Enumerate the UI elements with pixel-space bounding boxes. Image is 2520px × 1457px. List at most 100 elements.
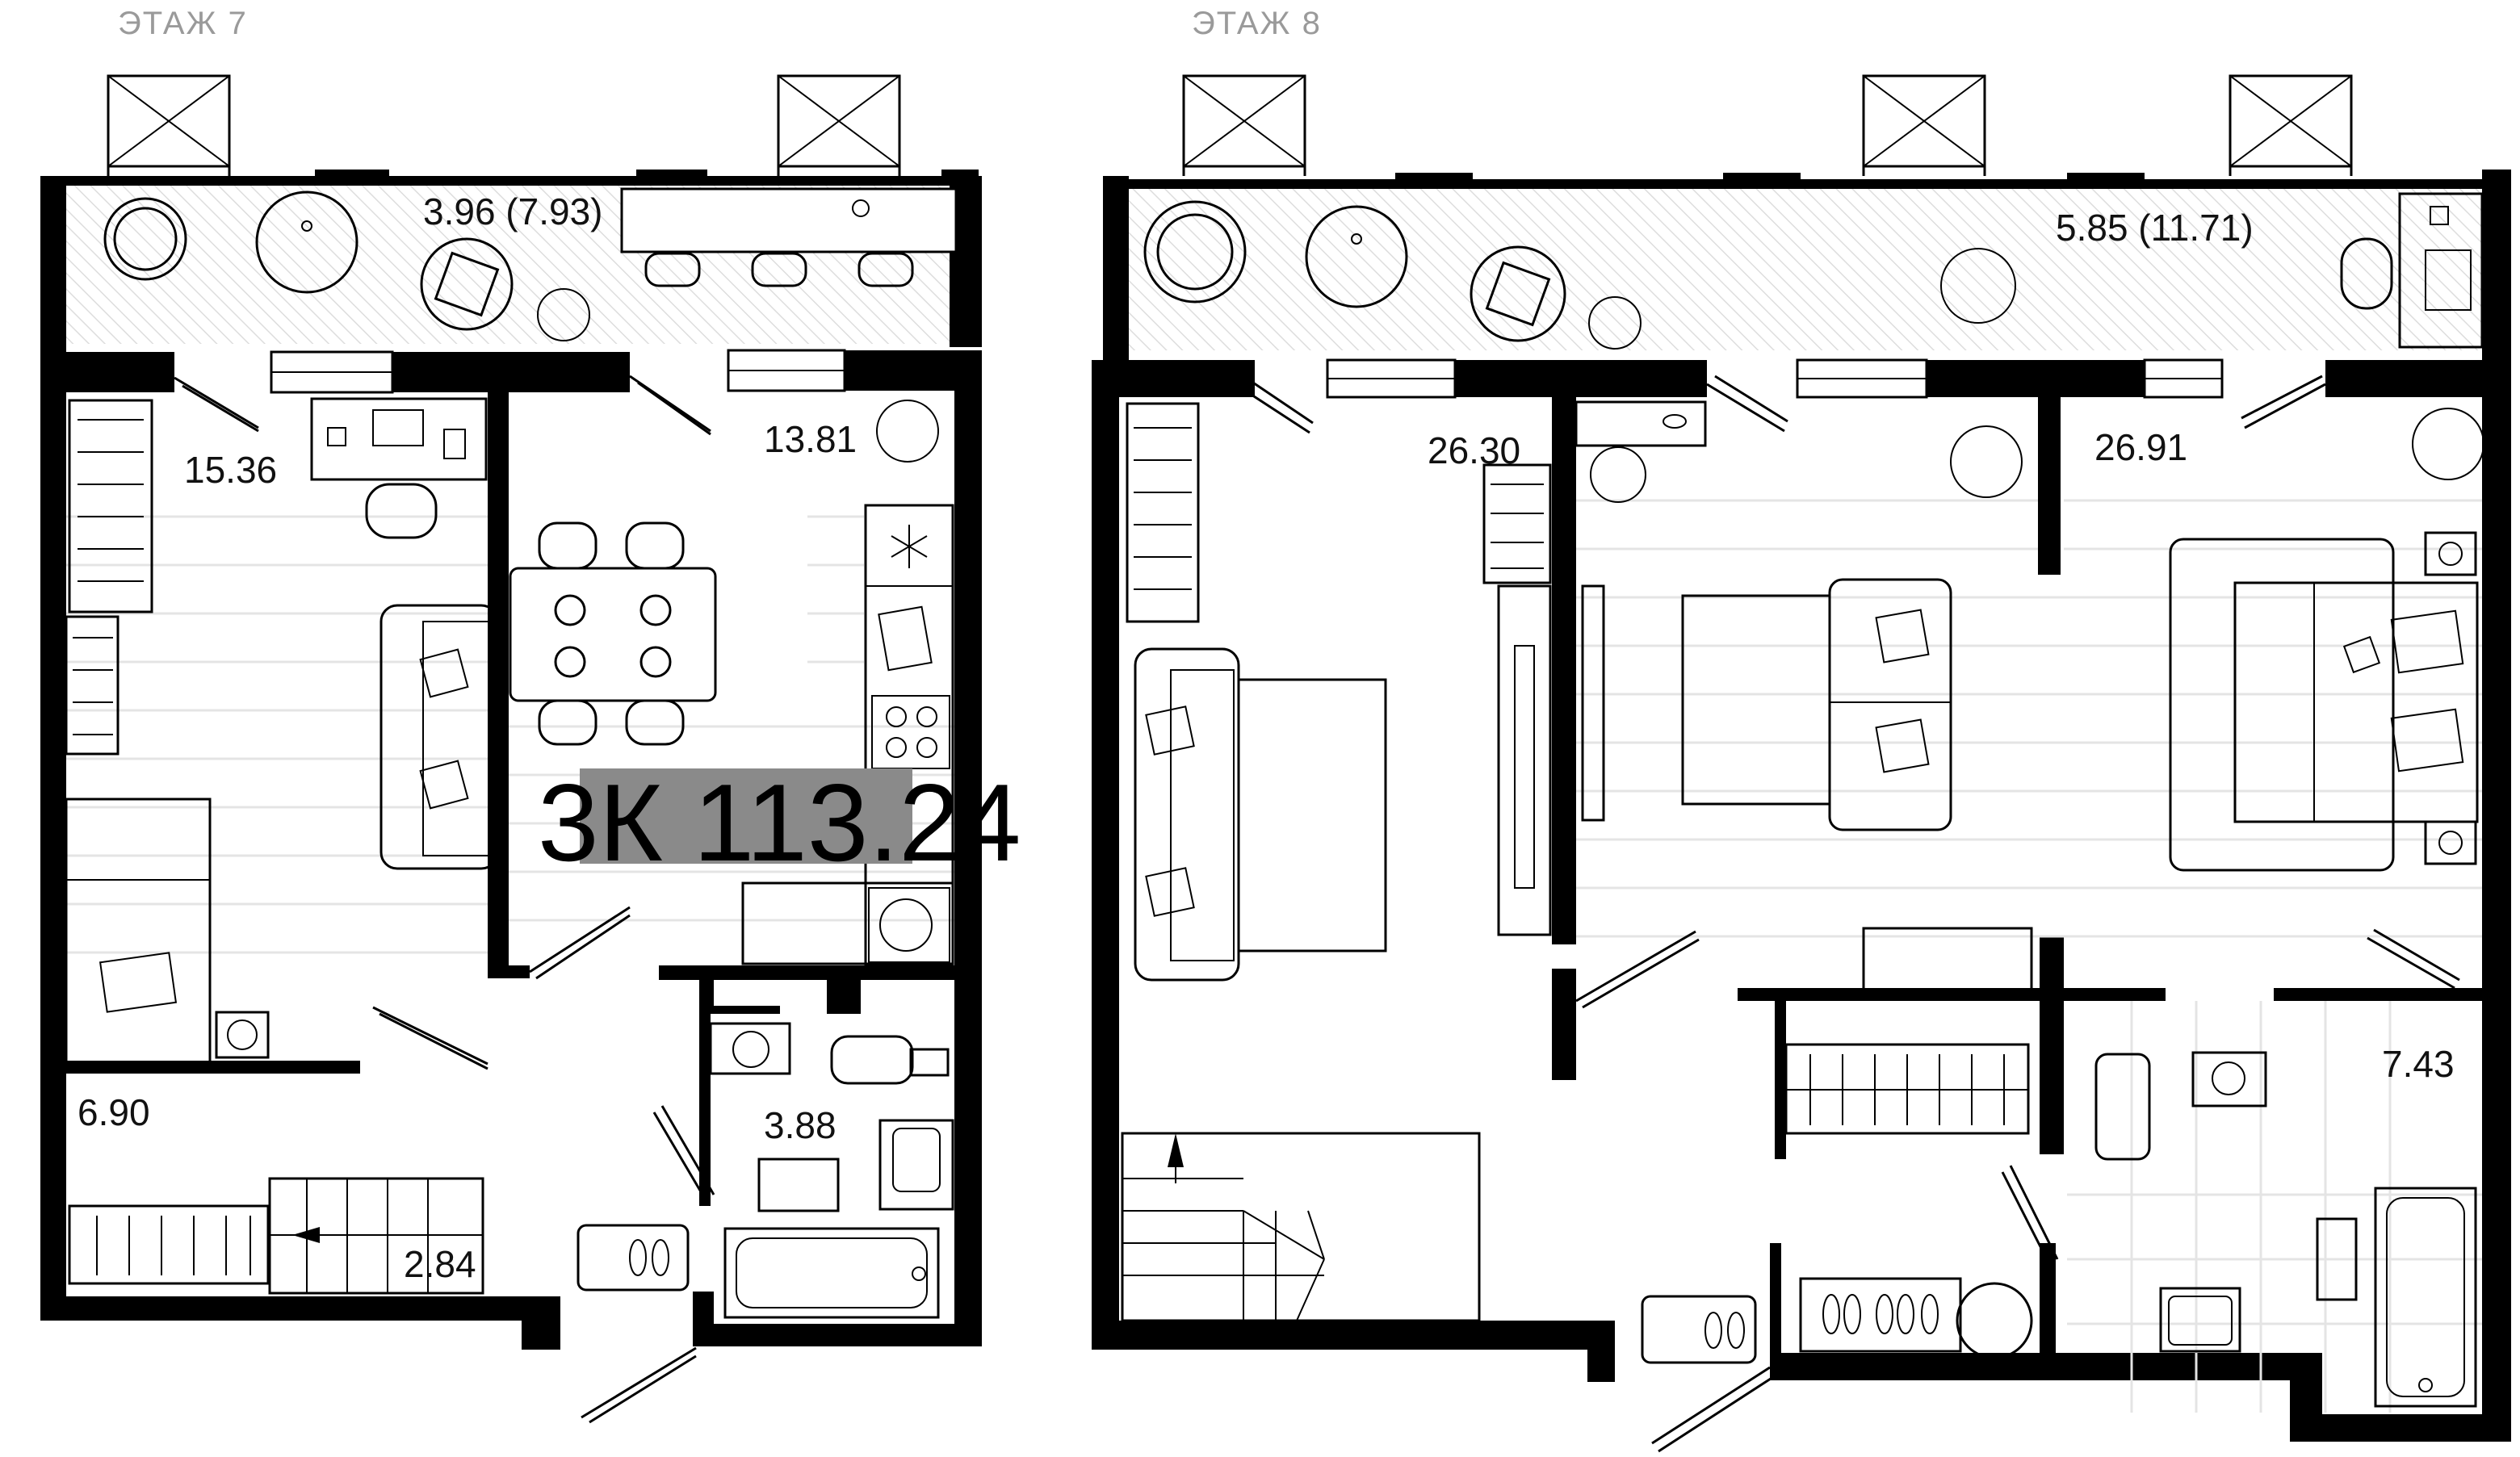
floor-boards [1576,499,2482,1413]
window-box [777,74,901,176]
window-box [2229,74,2353,176]
room-area-bedroom: 26.91 [2094,426,2187,468]
wall [1738,988,2166,1001]
armchair [1470,245,1566,342]
plant [876,400,939,463]
wall [66,1061,360,1074]
wall [2290,1414,2511,1442]
wall [2274,988,2482,1001]
room-area-kitchen: 13.81 [764,418,857,460]
wall [40,352,66,1321]
floor-7: ЭТАЖ 7 [40,6,1021,1424]
door [1235,375,1314,434]
wall [1455,360,1707,397]
shelf [1482,463,1552,584]
area-badge-text: 3К 113.24 [538,761,1021,884]
round-ottoman [1956,1282,2033,1359]
plant [1940,248,2016,324]
room-area-bathroom: 3.88 [764,1104,837,1146]
plant [1588,296,1642,350]
wall [1092,360,1119,1350]
round-table [255,190,359,294]
room-area-balcony: 3.96 (7.93) [423,190,602,232]
wall [40,176,982,186]
room-area-balcony: 5.85 (11.71) [2056,207,2254,249]
wall [315,170,389,186]
plant [1950,425,2023,498]
wall [1927,360,2145,397]
bed [65,798,212,1064]
plant [537,288,590,341]
wall [699,965,714,1014]
door [629,375,711,436]
kitchen-counter [741,504,954,967]
shoe-cabinet [68,1204,270,1285]
wall [693,1292,714,1346]
mirror [1581,584,1605,822]
wall [1103,176,1129,362]
wall [1552,396,1576,944]
bathtub [723,1227,940,1319]
washing-machine [2191,1051,2267,1107]
bar-counter [620,187,958,253]
chair [1143,200,1247,304]
door [1706,375,1788,433]
window-box [1862,74,1986,176]
bed [1681,578,1952,831]
sofa [1134,647,1240,982]
vanity [1574,400,1707,503]
side-table [2398,192,2484,349]
wall [1395,173,1473,189]
wall [40,176,66,362]
bathtub [2374,1187,2477,1408]
wall [40,1296,522,1321]
wardrobe [68,399,153,613]
room-area-living-room: 26.30 [1428,429,1520,471]
round-table [1305,205,1408,308]
door [2367,928,2460,990]
wall [1723,173,1801,189]
area-badge [580,768,912,864]
floor-8: ЭТАЖ 8 [1092,6,2511,1453]
door [1651,1366,1774,1453]
wall [636,170,707,186]
wall [522,1296,560,1350]
wall [2325,360,2511,397]
room-area-hall: 6.90 [78,1091,150,1133]
desk [310,397,488,539]
door [372,1006,488,1070]
wall [1770,1353,2301,1380]
shoe-rack [1799,1277,1962,1353]
wall [1770,1243,1781,1353]
dining-table [509,521,717,746]
armchair [420,237,514,331]
wall [2067,173,2145,189]
window-box [1182,74,1306,176]
floor-8-label: ЭТАЖ 8 [1192,6,1322,41]
entry-mat [1641,1295,1757,1364]
sink [2159,1287,2241,1353]
wall [659,965,967,980]
wardrobe [1784,1043,2030,1135]
mat [2316,1217,2358,1301]
wall [954,350,982,1346]
balcony-floor [1129,189,2482,350]
wall [2482,170,2511,363]
mat [757,1158,840,1212]
wall [699,1006,780,1014]
room-area-bathroom: 7.43 [2382,1043,2455,1085]
washing-machine [709,1022,791,1075]
bar-stool [751,252,807,287]
wall [1103,179,2511,189]
wall [488,965,530,978]
wall [1775,988,1786,1159]
door [2001,1165,2059,1268]
chair [103,197,187,281]
bar-stool [644,252,701,287]
wall [392,352,630,392]
chair [2340,237,2393,310]
wall [2038,396,2061,575]
bar-stool [857,252,914,287]
dresser [1862,927,2033,993]
